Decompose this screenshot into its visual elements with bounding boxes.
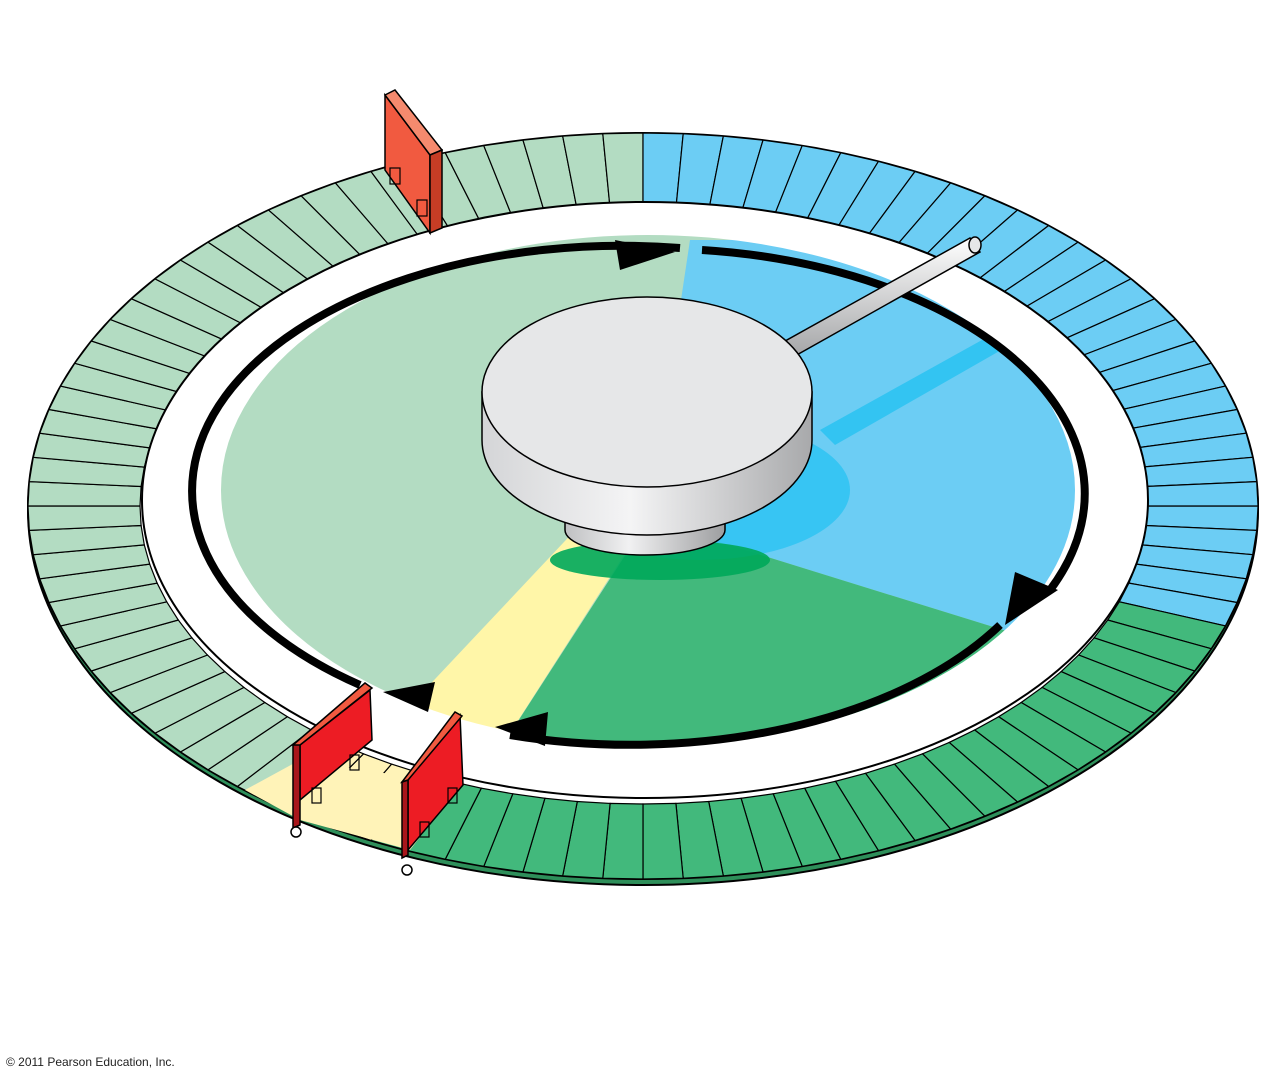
ring-segment bbox=[602, 132, 644, 210]
hinged-gate-icon-upper bbox=[383, 89, 444, 236]
ring-segment bbox=[642, 802, 684, 880]
hinged-gate-icon-lower bbox=[245, 682, 464, 876]
arrowhead-left bbox=[383, 682, 435, 712]
ring-segment bbox=[1144, 480, 1259, 507]
rod-shadow bbox=[820, 330, 1010, 445]
rotating-dial-icon bbox=[481, 296, 813, 556]
arrowhead-top bbox=[615, 240, 675, 270]
copyright-notice: © 2011 Pearson Education, Inc. bbox=[6, 1055, 175, 1069]
arrowhead-right bbox=[1005, 572, 1058, 625]
arrowhead-bottom bbox=[495, 712, 548, 746]
ring-segment bbox=[27, 505, 142, 532]
clockwise-arrow-icon bbox=[188, 240, 1089, 749]
